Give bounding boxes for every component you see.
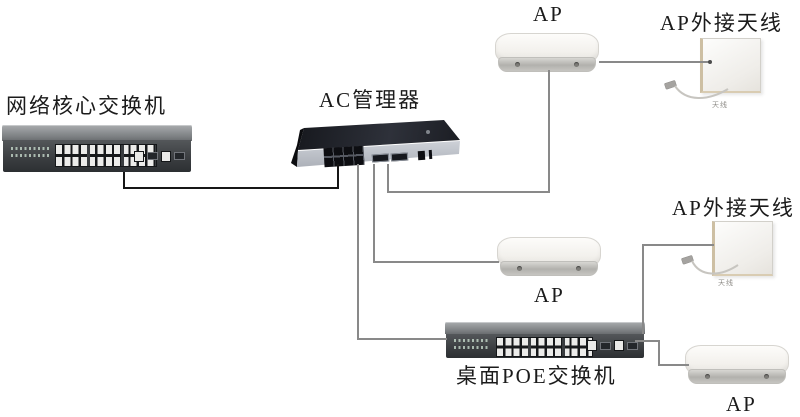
ap-port-dot — [705, 374, 710, 379]
switch-uplink-ports — [134, 149, 186, 164]
ap-port-dot — [764, 374, 769, 379]
switch-uplink-ports — [587, 340, 639, 352]
cable-poe-to-ap-bottom-segment — [658, 364, 689, 366]
uplink-port — [161, 150, 172, 162]
antenna-middle-device: 天线 — [676, 219, 786, 297]
antenna-cable — [681, 255, 739, 275]
ac-controller-device — [288, 118, 460, 170]
ac-sfp-slot — [390, 152, 409, 162]
poe-switch-device — [445, 322, 645, 358]
ap-port-dot — [576, 266, 581, 271]
ac-console-port — [417, 150, 426, 161]
ap-bottom-label: AP — [726, 392, 757, 416]
antenna-panel — [712, 221, 773, 276]
cable-core-to-ac-segment — [123, 187, 339, 189]
sfp-slot — [174, 152, 186, 161]
switch-led-indicators — [11, 147, 49, 159]
switch-front-panel — [446, 333, 644, 358]
switch-top-panel — [445, 322, 645, 335]
ac-sfp-slot — [371, 153, 390, 163]
switch-top-panel — [2, 125, 192, 141]
ap-top-label: AP — [533, 2, 564, 26]
ap-port-dot — [517, 266, 522, 271]
uplink-port — [587, 340, 598, 352]
switch-front-panel — [3, 140, 191, 172]
antenna-middle-label: AP外接天线 — [672, 196, 795, 220]
cable-poe-to-antenna-segment — [642, 244, 714, 246]
ap-base — [498, 57, 596, 72]
antenna-top-device: 天线 — [660, 36, 770, 114]
uplink-port — [134, 150, 145, 162]
cable-ap-to-antenna-top — [599, 61, 709, 63]
ap-middle-label: AP — [534, 283, 565, 307]
cable-ac-to-ap-top-segment — [387, 164, 389, 193]
ap-base — [688, 369, 786, 384]
sfp-slot — [147, 152, 159, 161]
cable-poe-to-ap-bottom-segment — [658, 340, 660, 366]
cable-ac-to-ap-top-segment — [387, 191, 550, 193]
core-switch-label: 网络核心交换机 — [6, 94, 167, 118]
switch-port-block — [496, 336, 593, 357]
poe-switch-label: 桌面POE交换机 — [456, 364, 617, 388]
ac-reset-slot — [428, 149, 433, 160]
antenna-panel — [700, 38, 761, 93]
ap-port-dot — [574, 62, 579, 67]
antenna-cable — [664, 80, 729, 99]
cable-poe-to-ap-bottom-segment — [635, 340, 660, 342]
antenna-top-label: AP外接天线 — [660, 11, 783, 35]
sfp-slot — [627, 341, 639, 350]
cable-core-to-ac-segment — [337, 164, 339, 189]
antenna-feed-dot — [708, 60, 712, 64]
cable-ac-to-poe-segment — [357, 338, 447, 340]
antenna-caption: 天线 — [712, 101, 728, 109]
ap-port-dot — [515, 62, 520, 67]
ap-bottom-device — [685, 345, 789, 384]
cable-core-to-ac-segment — [123, 172, 125, 189]
cable-ac-to-ap-middle-segment — [373, 261, 499, 263]
ap-top-device — [495, 33, 599, 72]
ap-middle-device — [497, 237, 601, 276]
switch-led-indicators — [454, 338, 490, 351]
sfp-slot — [600, 341, 612, 350]
cable-ac-to-poe-segment — [357, 164, 359, 340]
cable-poe-to-antenna-segment — [642, 244, 644, 334]
cable-ac-to-ap-top-segment — [548, 70, 550, 193]
antenna-caption: 天线 — [718, 279, 734, 287]
ac-controller-label: AC管理器 — [319, 88, 422, 112]
ac-logo-dot — [426, 130, 430, 134]
ap-base — [500, 261, 598, 276]
uplink-port — [614, 340, 625, 352]
core-switch-device — [2, 125, 192, 172]
cable-ac-to-ap-middle-segment — [373, 164, 375, 263]
